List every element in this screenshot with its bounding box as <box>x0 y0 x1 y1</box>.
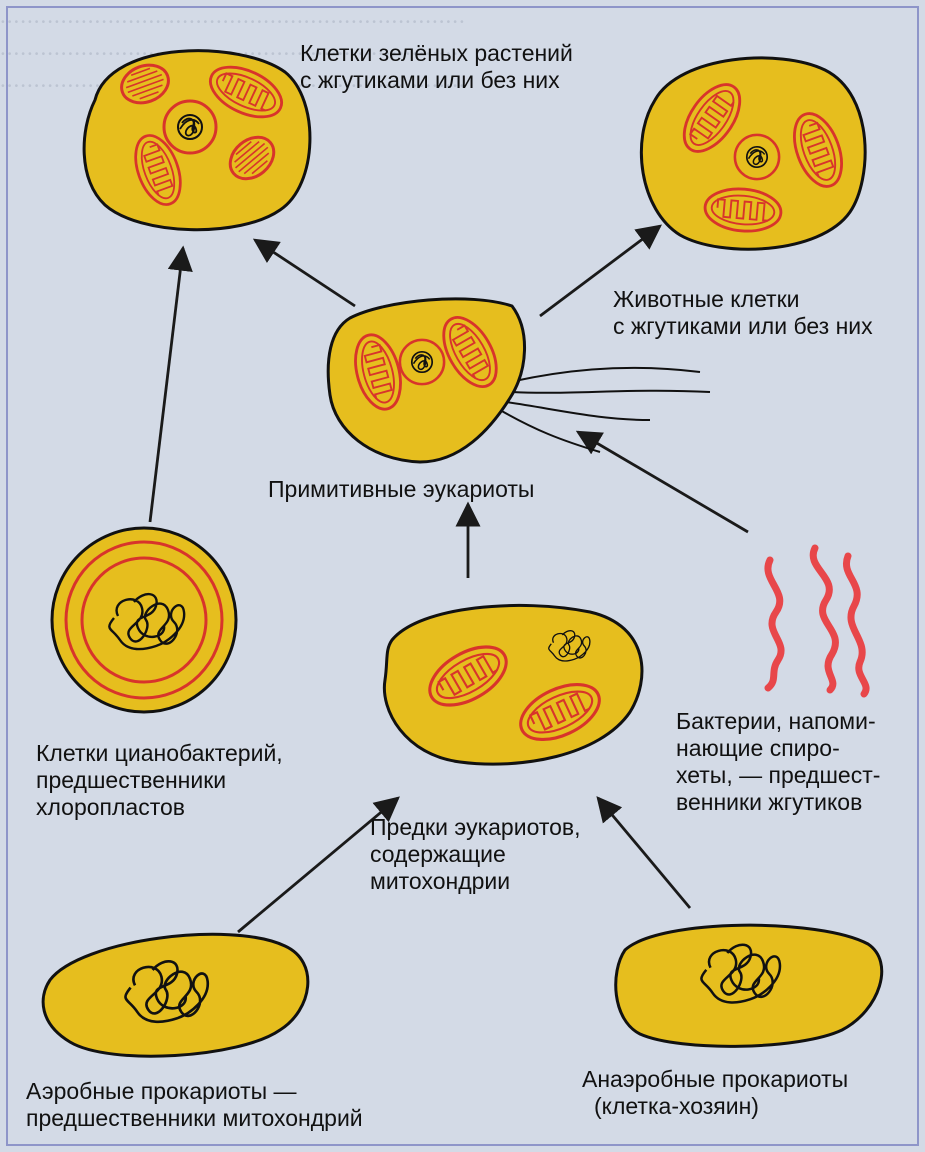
figure-frame <box>6 6 919 1146</box>
